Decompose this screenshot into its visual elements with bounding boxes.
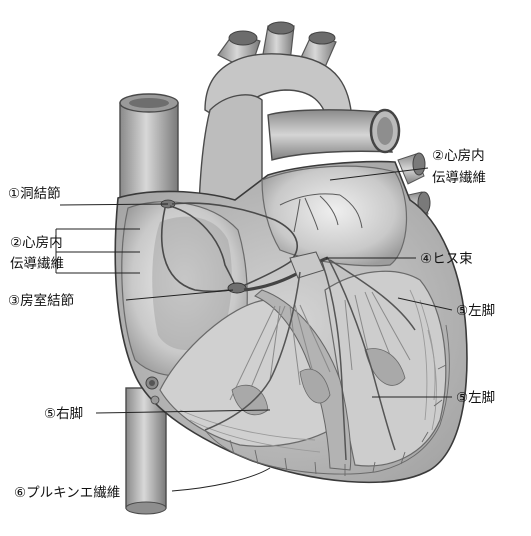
- pulmonary-artery: [268, 110, 399, 160]
- label-his-bundle: ④ヒス束: [420, 251, 473, 267]
- label-atrial-conduction-right-2: 伝導繊維: [432, 170, 486, 186]
- label-atrial-conduction-right-1: ②心房内: [432, 148, 485, 164]
- label-av-node: ③房室結節: [8, 292, 74, 309]
- label-atrial-conduction-left-1: ②心房内: [10, 235, 63, 251]
- label-atrial-conduction-left-2: 伝導繊維: [10, 256, 64, 272]
- label-purkinje: ⑥プルキンエ繊維: [14, 485, 120, 501]
- av-node: [228, 283, 246, 293]
- label-left-bundle-upper: ⑤左脚: [456, 303, 495, 319]
- label-sinoatrial-node: ①洞結節: [8, 186, 61, 202]
- leader-purkinje: [172, 468, 270, 491]
- label-left-bundle-lower: ⑤左脚: [456, 390, 495, 406]
- left-atrium: [262, 166, 406, 266]
- label-right-bundle: ⑤右脚: [44, 406, 83, 422]
- labels-left: ①洞結節 ②心房内 伝導繊維 ③房室結節 ⑤右脚 ⑥プルキンエ繊維: [8, 186, 120, 501]
